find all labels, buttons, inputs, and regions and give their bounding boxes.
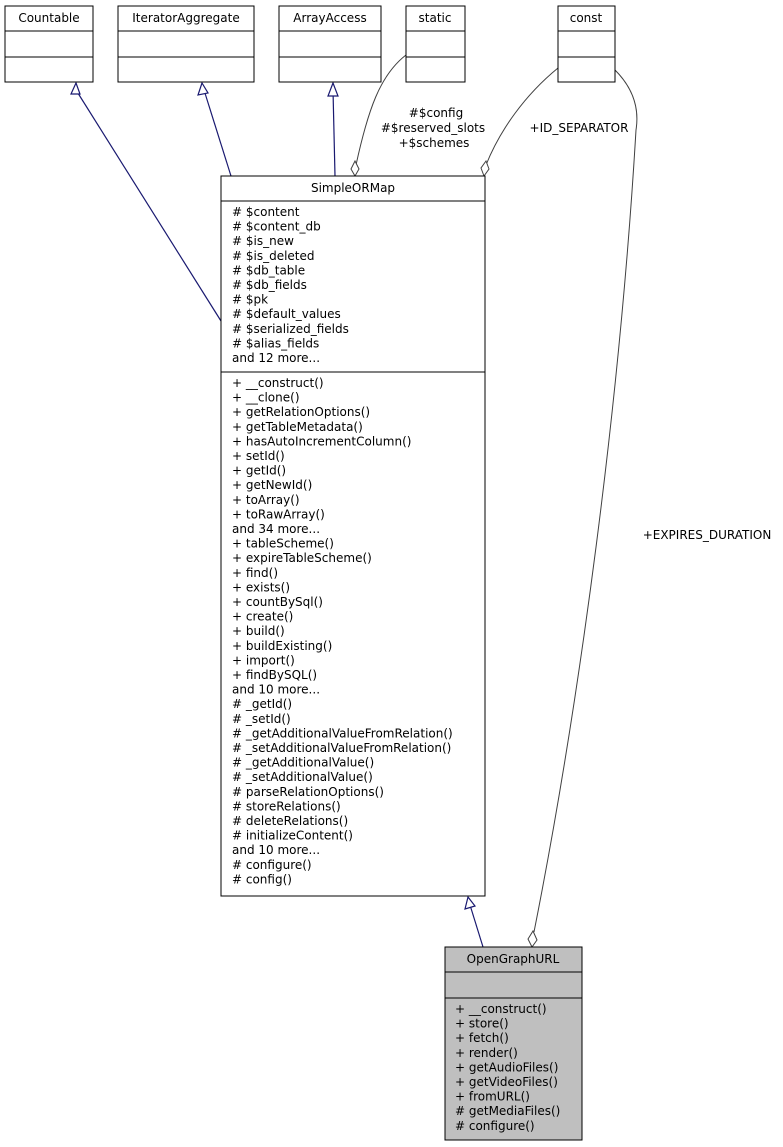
attribute-item: # $content_db: [232, 220, 321, 234]
edge-label-expires-duration: +EXPIRES_DURATION: [643, 528, 772, 542]
class-box-countable: Countable: [4, 5, 94, 83]
class-box-static: static: [405, 5, 466, 83]
aggregation-diamond-static: [350, 159, 360, 178]
class-name: static: [419, 11, 452, 25]
attribute-item: # $content: [232, 205, 300, 219]
method-item: # configure(): [455, 1119, 535, 1133]
method-item: + hasAutoIncrementColumn(): [232, 434, 411, 448]
class-box-opengraphurl: OpenGraphURL + __construct()+ store()+ f…: [444, 946, 583, 1141]
aggregation-diamond-opengraphurl: [527, 929, 538, 948]
method-item: # _getAdditionalValue(): [232, 756, 374, 770]
inheritance-arrowhead-simpleormap: [464, 895, 477, 910]
method-item: + __clone(): [232, 391, 300, 405]
method-item: # _setId(): [232, 712, 291, 726]
method-item: # deleteRelations(): [232, 814, 348, 828]
attribute-item: # $is_deleted: [232, 249, 315, 263]
class-name: SimpleORMap: [311, 181, 395, 195]
attribute-item: # $db_table: [232, 263, 305, 277]
attribute-item: # $db_fields: [232, 278, 307, 292]
method-item: + __construct(): [455, 1002, 547, 1016]
method-item: + __construct(): [232, 376, 324, 390]
attribute-item: # $serialized_fields: [232, 322, 349, 336]
method-item: + import(): [232, 653, 295, 667]
edge-static-to-simpleormap: [355, 54, 407, 166]
edge-const-to-opengraphurl: [533, 69, 638, 933]
method-item: + getRelationOptions(): [232, 405, 370, 419]
method-item: + countBySql(): [232, 595, 323, 609]
method-list: + __construct()+ store()+ fetch()+ rende…: [455, 1002, 560, 1133]
method-item: + expireTableScheme(): [232, 551, 372, 565]
edge-countable-to-simpleormap: [75, 89, 222, 322]
edge-label-schemes: +$schemes: [399, 136, 470, 150]
method-item: + getAudioFiles(): [455, 1060, 558, 1074]
class-name: const: [570, 11, 603, 25]
method-item: + build(): [232, 624, 285, 638]
method-item: and 34 more...: [232, 522, 320, 536]
method-item: + exists(): [232, 580, 290, 594]
method-item: # configure(): [232, 858, 312, 872]
method-item: + tableScheme(): [232, 537, 334, 551]
attribute-item: # $default_values: [232, 307, 341, 321]
attribute-item: and 12 more...: [232, 351, 320, 365]
method-item: # _getId(): [232, 697, 292, 711]
edges: [70, 54, 638, 948]
inheritance-arrowhead-countable: [70, 81, 81, 95]
class-name: OpenGraphURL: [467, 952, 560, 966]
method-item: + toRawArray(): [232, 507, 325, 521]
edge-label-id-separator: +ID_SEPARATOR: [530, 121, 629, 135]
class-name: IteratorAggregate: [132, 11, 239, 25]
edge-iteratoraggregate-to-simpleormap: [203, 89, 232, 177]
class-box-arrayaccess: ArrayAccess: [278, 5, 382, 83]
aggregation-diamond-const: [480, 159, 490, 178]
method-item: # config(): [232, 872, 292, 886]
edge-opengraphurl-to-simpleormap: [469, 904, 484, 948]
method-item: + findBySQL(): [232, 668, 317, 682]
class-box-simpleormap: SimpleORMap # $content# $content_db# $is…: [220, 175, 486, 897]
method-item: + getId(): [232, 464, 286, 478]
edge-labels: #$config #$reserved_slots +$schemes +ID_…: [381, 106, 771, 542]
method-item: # initializeContent(): [232, 829, 353, 843]
method-item: + find(): [232, 566, 278, 580]
class-box-const: const: [557, 5, 616, 83]
method-item: + buildExisting(): [232, 639, 332, 653]
edge-label-reserved-slots: #$reserved_slots: [381, 121, 485, 135]
method-item: # storeRelations(): [232, 799, 341, 813]
method-item: and 10 more...: [232, 683, 320, 697]
method-item: + fromURL(): [455, 1090, 530, 1104]
method-item: + getVideoFiles(): [455, 1075, 558, 1089]
method-item: + toArray(): [232, 493, 300, 507]
inheritance-arrowhead-iteratoraggregate: [197, 81, 209, 96]
edge-const-to-simpleormap: [485, 67, 559, 166]
method-item: # _setAdditionalValue(): [232, 770, 373, 784]
method-list: + __construct()+ __clone()+ getRelationO…: [232, 376, 453, 886]
method-item: + getTableMetadata(): [232, 420, 363, 434]
attribute-item: # $is_new: [232, 234, 294, 248]
class-name: ArrayAccess: [293, 11, 366, 25]
edge-label-config: #$config: [409, 106, 463, 120]
method-item: + setId(): [232, 449, 285, 463]
class-box-iteratoraggregate: IteratorAggregate: [117, 5, 255, 83]
attribute-item: # $alias_fields: [232, 336, 319, 350]
method-item: + store(): [455, 1017, 509, 1031]
attribute-list: # $content# $content_db# $is_new# $is_de…: [232, 205, 349, 365]
method-item: + create(): [232, 610, 293, 624]
method-item: # getMediaFiles(): [455, 1104, 560, 1118]
method-item: + getNewId(): [232, 478, 312, 492]
method-item: # _setAdditionalValueFromRelation(): [232, 741, 451, 755]
method-item: and 10 more...: [232, 843, 320, 857]
method-item: + fetch(): [455, 1031, 509, 1045]
method-item: # _getAdditionalValueFromRelation(): [232, 726, 453, 740]
class-name: Countable: [18, 11, 79, 25]
edge-arrayaccess-to-simpleormap: [332, 89, 336, 177]
inheritance-arrowhead-arrayaccess: [327, 81, 339, 97]
method-item: + render(): [455, 1046, 518, 1060]
attribute-item: # $pk: [232, 293, 268, 307]
method-item: # parseRelationOptions(): [232, 785, 384, 799]
